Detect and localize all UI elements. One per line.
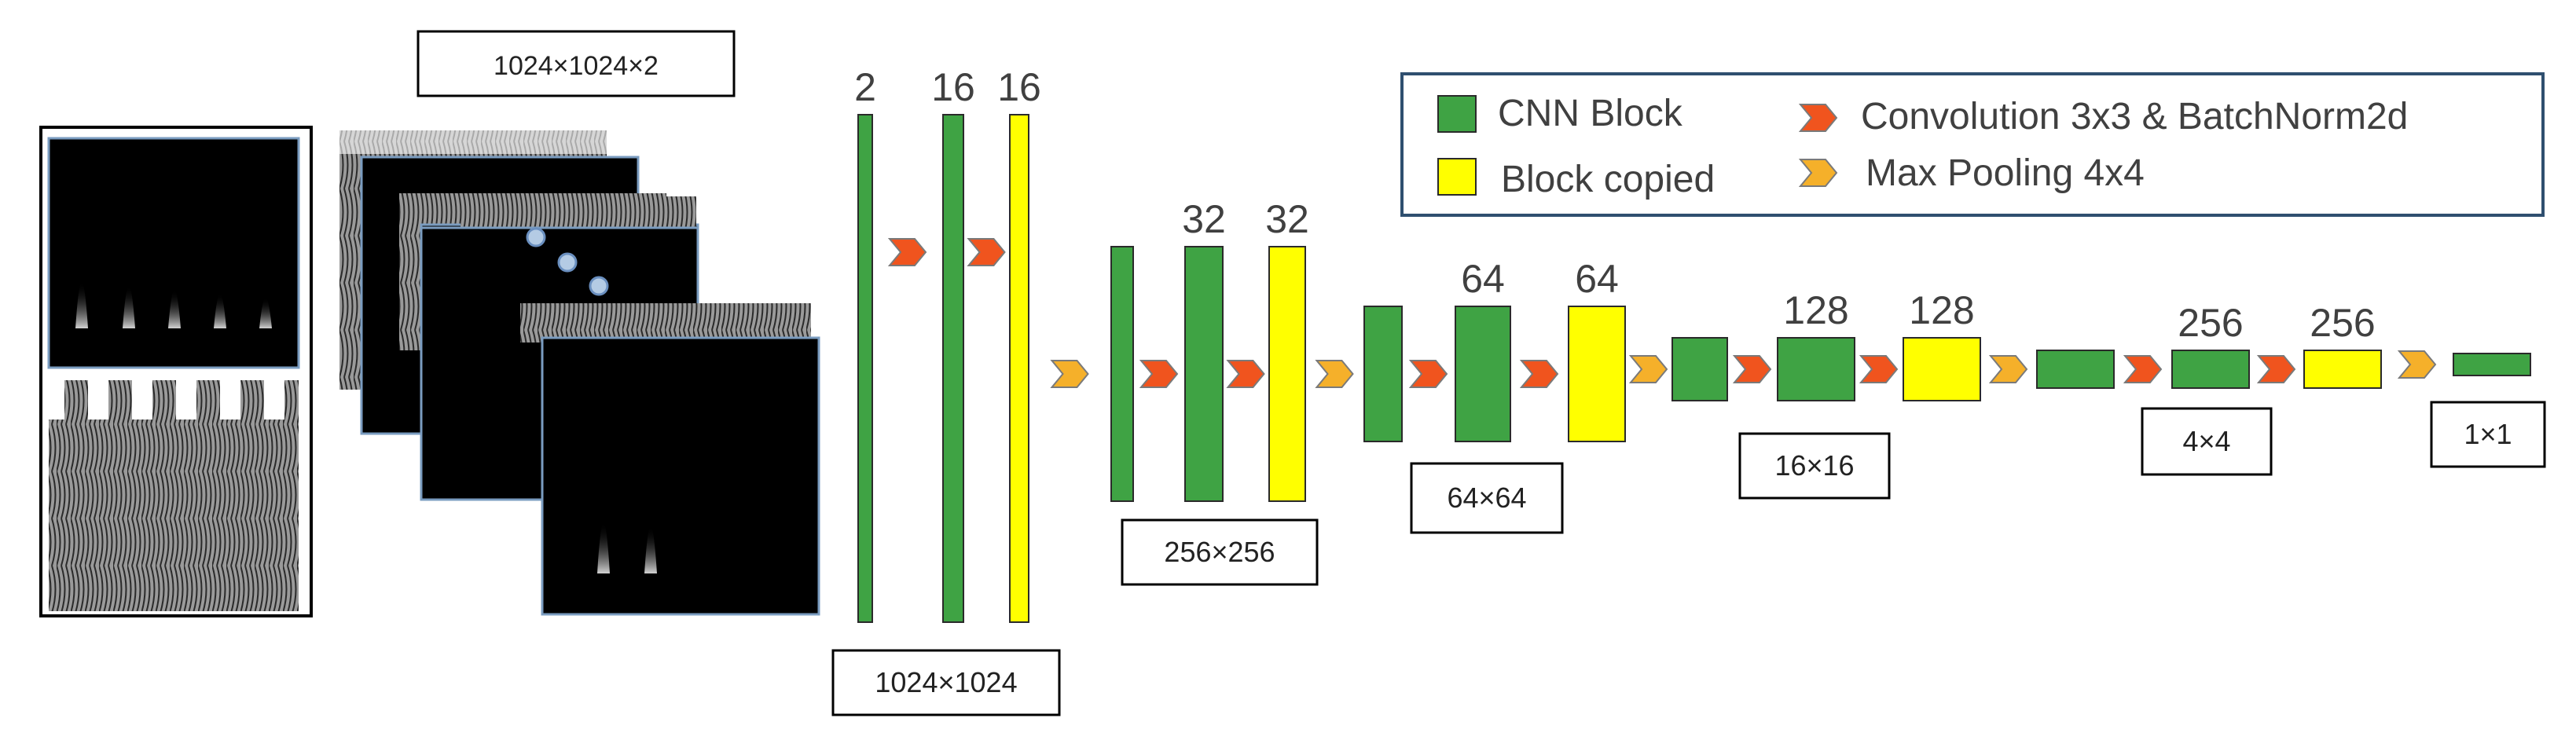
- copied-block: [1009, 114, 1029, 623]
- pooling-chevron-icon: [1798, 159, 1838, 187]
- cnn-block: [2453, 353, 2531, 376]
- channel-count-label: 2: [854, 65, 876, 109]
- resolution-label: 4×4: [2182, 425, 2230, 457]
- resolution-labels: 1024×1024 256×256 64×64 16×16 4×4 1×1: [831, 401, 2546, 716]
- resolution-box: [1410, 462, 1564, 534]
- resolution-label: 16×16: [1774, 449, 1854, 482]
- convolution-chevron-icon: [1732, 355, 1772, 383]
- pooling-chevron-icon: [1315, 360, 1354, 388]
- channel-count-label: 64: [1461, 257, 1505, 301]
- input-sample-panel: [39, 126, 313, 617]
- cnn-block: [1671, 337, 1728, 401]
- copied-block: [1268, 246, 1306, 502]
- channel-count-label: 32: [1182, 197, 1226, 241]
- copied-block: [2303, 350, 2382, 389]
- resolution-box: [2430, 401, 2546, 468]
- channel-count-label: 32: [1265, 197, 1309, 241]
- cnn-block: [1110, 246, 1134, 502]
- convolution-chevron-icon: [1859, 355, 1899, 383]
- channel-count-label: 128: [1783, 288, 1848, 332]
- ellipsis-dot: [526, 227, 546, 247]
- convolution-chevron-icon: [1519, 360, 1559, 388]
- resolution-label: 64×64: [1447, 482, 1526, 514]
- ellipsis-dot: [589, 276, 609, 296]
- resolution-box: [2141, 407, 2273, 476]
- convolution-chevron-icon: [2123, 355, 2163, 383]
- input-dims-label: 1024×1024×2: [494, 51, 659, 81]
- cnn-block: [1455, 306, 1511, 442]
- convolution-chevron-icon: [2256, 355, 2296, 383]
- cnn-block: [857, 114, 873, 623]
- pooling-chevron-icon: [1628, 355, 1668, 383]
- spectrogram-streaks: [75, 282, 272, 328]
- channel-count-label: 256: [2310, 301, 2375, 345]
- input-dims-box: 1024×1024×2: [416, 30, 736, 97]
- fringe-pattern-image: [49, 380, 299, 611]
- legend-conv-chevron-icon: [1798, 104, 1838, 132]
- legend: CNN Block Block copied Convolution 3x3 &…: [1400, 72, 2545, 217]
- ellipsis-dot: [557, 252, 578, 273]
- cnn-block: [2171, 350, 2250, 389]
- channel-count-label: 16: [931, 65, 975, 109]
- resolution-box: [1738, 432, 1891, 500]
- legend-copy-swatch: [1437, 158, 1477, 196]
- cnn-block: [1777, 337, 1855, 401]
- network-layers: 2 16 16 32 32 64 64 128 128 256 256: [854, 65, 2531, 623]
- cnn-block: [2036, 350, 2115, 389]
- spectrogram-image: [47, 137, 300, 369]
- channel-count-label: 64: [1575, 257, 1619, 301]
- resolution-label: 1×1: [2464, 418, 2512, 450]
- channel-count-label: 128: [1909, 288, 1974, 332]
- channel-count-label: 256: [2178, 301, 2243, 345]
- resolution-box: [1121, 518, 1319, 586]
- convolution-chevron-icon: [1226, 360, 1265, 388]
- cnn-block: [1363, 306, 1403, 442]
- cnn-block: [1184, 246, 1224, 502]
- convolution-chevron-icon: [1139, 360, 1179, 388]
- convolution-chevron-icon: [1798, 104, 1838, 132]
- legend-pool-label: Max Pooling 4x4: [1866, 152, 2145, 194]
- pooling-chevron-icon: [2397, 350, 2437, 379]
- pooling-chevron-icon: [1988, 355, 2028, 383]
- legend-copy-label: Block copied: [1501, 159, 1715, 200]
- convolution-chevron-icon: [967, 238, 1006, 266]
- copied-block: [1903, 337, 1981, 401]
- convolution-chevron-icon: [887, 238, 927, 266]
- channel-count-label: 16: [997, 65, 1041, 109]
- input-slice: [520, 303, 820, 616]
- input-slice-stack: [339, 130, 820, 616]
- legend-cnn-swatch: [1437, 95, 1477, 133]
- legend-conv-label: Convolution 3x3 & BatchNorm2d: [1861, 96, 2408, 137]
- resolution-label: 256×256: [1164, 536, 1275, 568]
- resolution-box: [831, 649, 1061, 716]
- resolution-label: 1024×1024: [875, 666, 1017, 698]
- convolution-chevron-icon: [1408, 360, 1448, 388]
- copied-block: [1568, 306, 1626, 442]
- network-arrows: [887, 238, 2437, 388]
- legend-cnn-label: CNN Block: [1498, 93, 1683, 134]
- cnn-block: [942, 114, 964, 623]
- legend-pool-chevron-icon: [1798, 159, 1838, 187]
- pooling-chevron-icon: [1050, 360, 1089, 388]
